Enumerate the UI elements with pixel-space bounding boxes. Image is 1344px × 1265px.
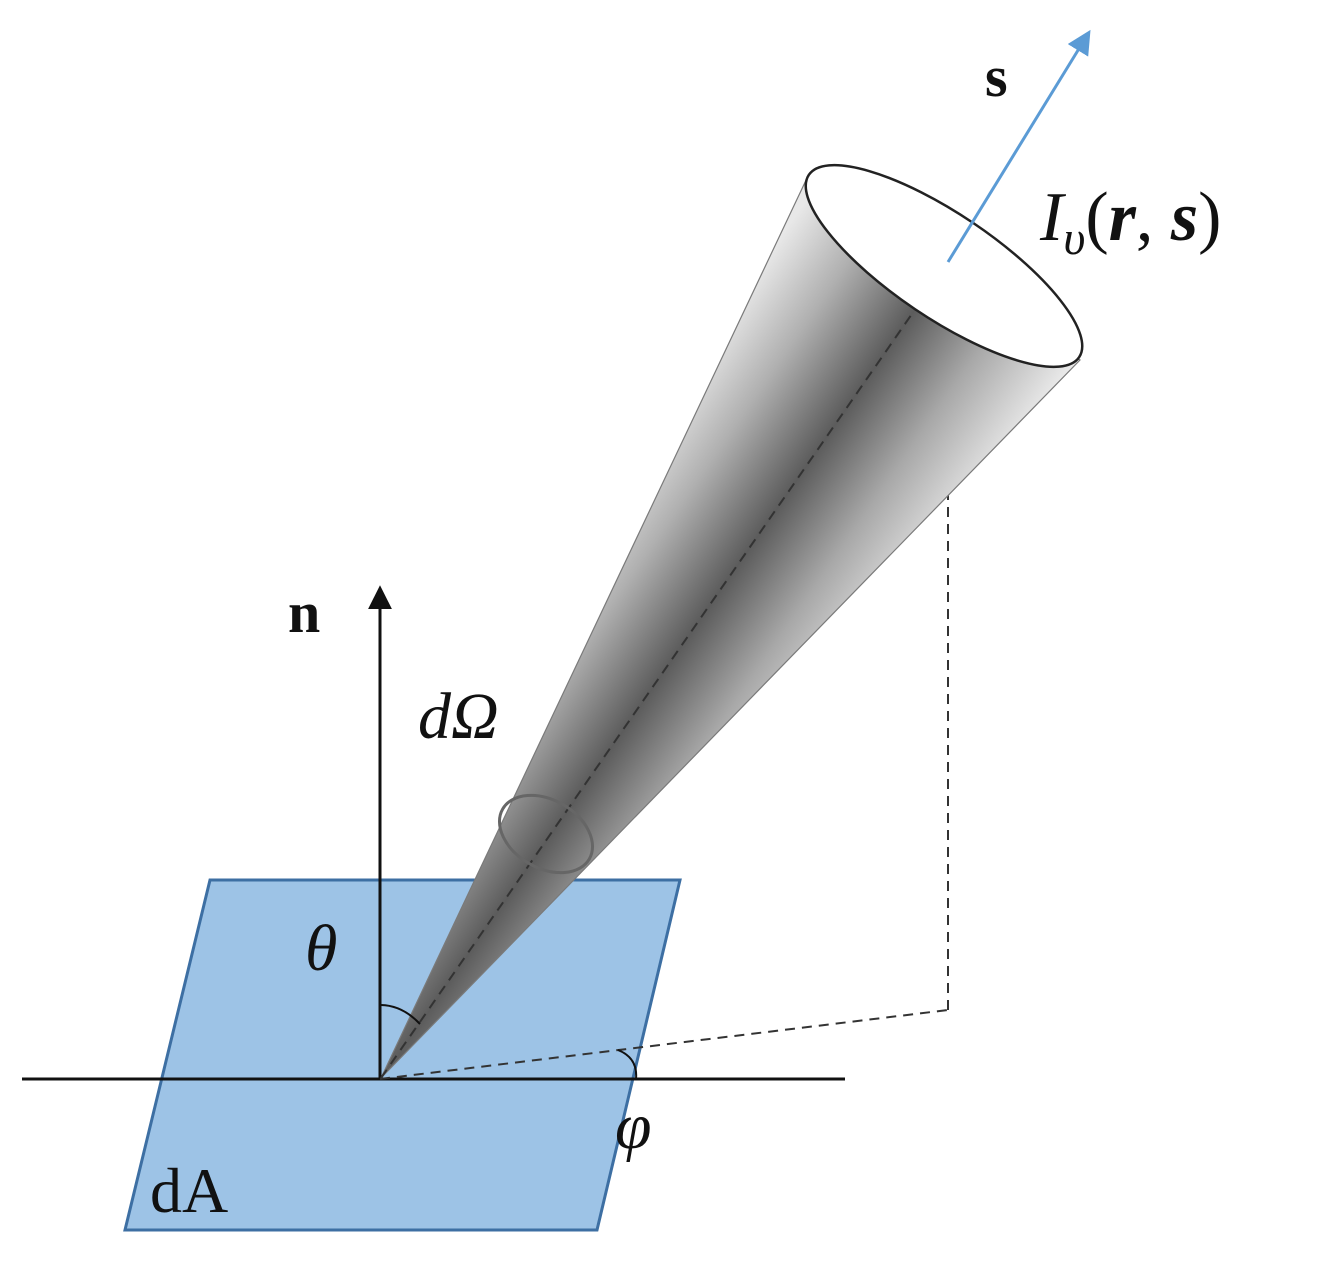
polar-angle-label: θ bbox=[305, 912, 337, 985]
intensity-arg-s: s bbox=[1170, 179, 1198, 256]
intensity-comma: , bbox=[1136, 179, 1171, 256]
azimuth-angle-arc bbox=[617, 1049, 638, 1080]
intensity-paren-close: ) bbox=[1198, 179, 1221, 256]
direction-vector-label: s bbox=[985, 44, 1008, 109]
intensity-subscript: υ bbox=[1063, 212, 1085, 265]
direction-vector-arrow bbox=[946, 29, 1091, 263]
intensity-arg-r: r bbox=[1109, 179, 1137, 256]
intensity-label: Iυ(r, s) bbox=[1039, 179, 1221, 265]
azimuth-angle-label: φ bbox=[615, 1090, 652, 1163]
polar-angle-arc bbox=[379, 1004, 421, 1025]
projection-line-horizontal bbox=[379, 1009, 949, 1080]
area-element-label: dA bbox=[150, 1155, 228, 1226]
intensity-paren-open: ( bbox=[1085, 179, 1108, 256]
normal-vector-label: n bbox=[288, 580, 320, 645]
cone-axis-line bbox=[380, 261, 949, 1079]
solid-angle-label: dΩ bbox=[418, 680, 499, 753]
solid-angle-ring bbox=[497, 793, 595, 875]
intensity-symbol: I bbox=[1039, 179, 1067, 256]
